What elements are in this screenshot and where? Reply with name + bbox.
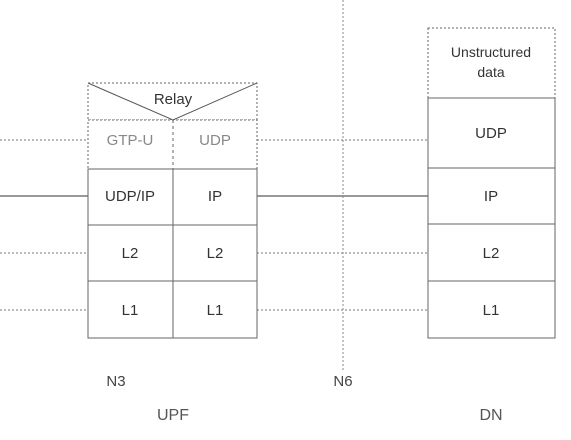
upf-l1-label-b: L1: [207, 302, 224, 319]
upf-udp-label: UDP: [199, 132, 231, 149]
dn-cell-app: [427, 27, 556, 99]
dn-app-label-line2: data: [477, 64, 504, 80]
n3-interface-label: N3: [106, 373, 125, 390]
upf-udpip-label: UDP/IP: [105, 188, 155, 205]
upf-stack: Relay GTP-U UDP UDP/IP IP L2 L2 L1 L1: [87, 82, 258, 339]
relay-label: Relay: [154, 91, 193, 108]
dn-node-label: DN: [479, 407, 502, 424]
upf-cell-l1-b: [172, 280, 258, 339]
upf-gtpu-label: GTP-U: [107, 132, 154, 149]
dn-l2-label: L2: [483, 245, 500, 262]
upf-l1-label-a: L1: [122, 302, 139, 319]
upf-node-label: UPF: [157, 407, 189, 424]
dn-stack: Unstructured data UDP IP L2 L1: [427, 27, 556, 339]
upf-relay-box: [87, 82, 258, 121]
dn-cell-l1: [427, 280, 556, 339]
dn-cell-udp: [427, 97, 556, 169]
dn-app-label-line1: Unstructured: [451, 44, 531, 60]
dn-ip-label: IP: [484, 188, 498, 205]
dn-cell-l2: [427, 223, 556, 282]
upf-cell-l2-b: [172, 224, 258, 282]
upf-ip-label: IP: [208, 188, 222, 205]
n6-interface-label: N6: [333, 373, 352, 390]
dn-l1-label: L1: [483, 302, 500, 319]
upf-cell-l1-a: [87, 280, 174, 339]
upf-l2-label-a: L2: [122, 245, 139, 262]
upf-l2-label-b: L2: [207, 245, 224, 262]
dn-udp-label: UDP: [475, 125, 507, 142]
